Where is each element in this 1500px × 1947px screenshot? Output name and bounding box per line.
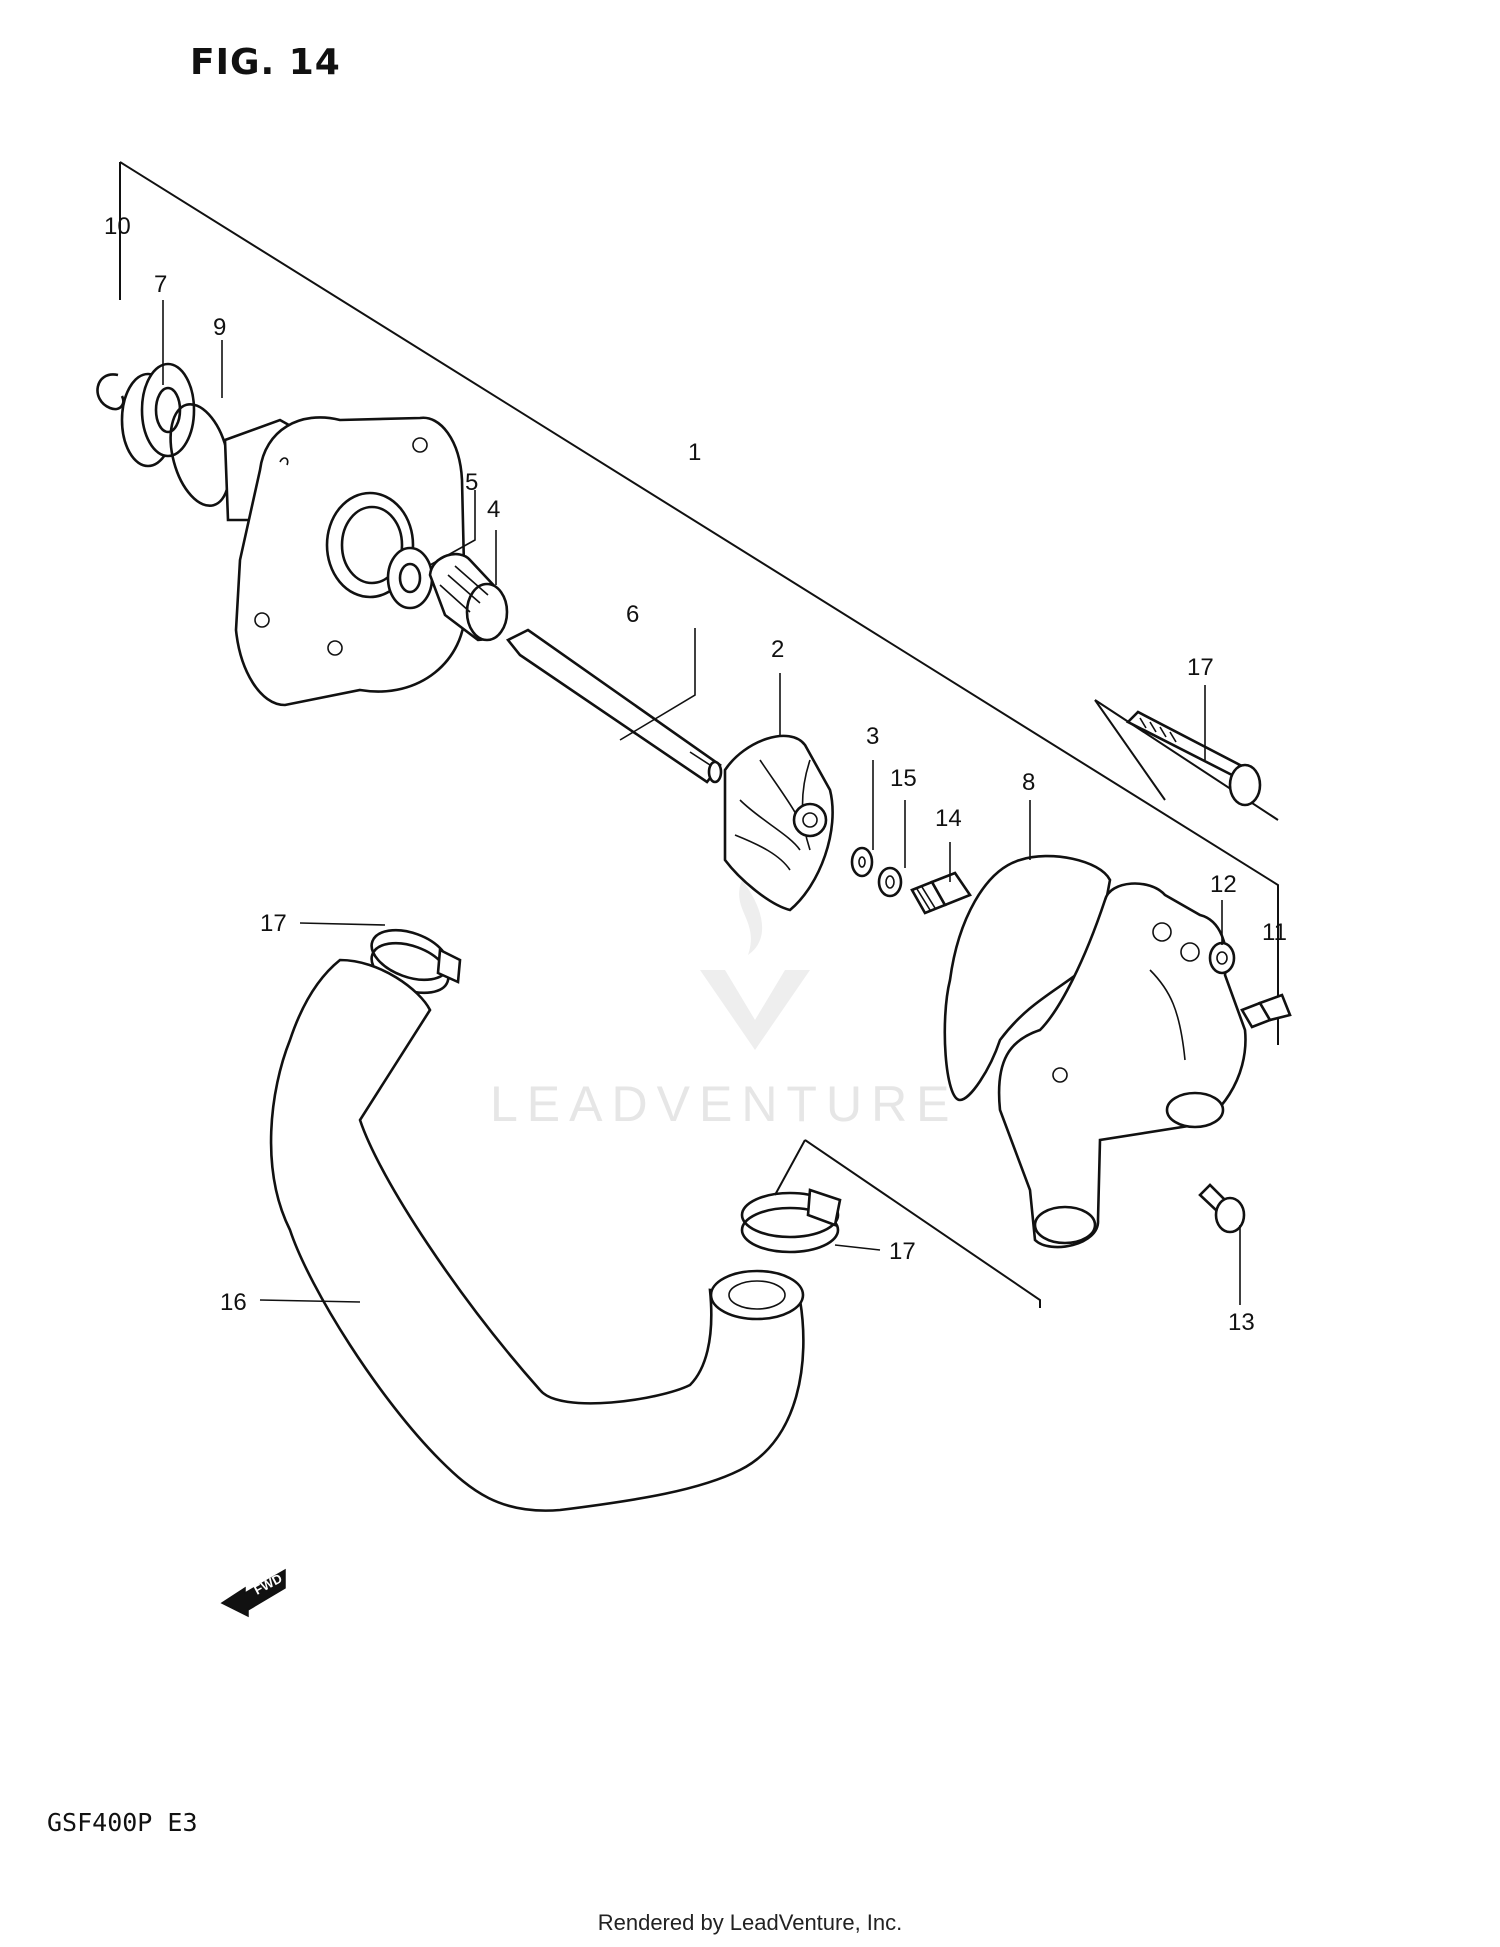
callout-13: 13 <box>1228 1309 1255 1336</box>
callout-9: 9 <box>213 314 226 341</box>
part-6-shaft <box>505 628 723 784</box>
part-13-bolt <box>1198 1183 1246 1234</box>
callout-numbers: 10 7 9 1 5 4 6 2 17 3 15 8 14 12 11 17 1… <box>104 213 1287 1336</box>
pump-cover-right <box>997 882 1247 1249</box>
callout-15: 15 <box>890 765 917 792</box>
callout-6: 6 <box>626 601 639 628</box>
part-3-washer <box>850 846 874 878</box>
callout-11: 11 <box>1262 919 1287 946</box>
part-2-impeller <box>723 734 834 912</box>
callout-12: 12 <box>1210 871 1237 898</box>
callout-18: 17 <box>1187 654 1214 681</box>
part-12-washer <box>1208 941 1236 975</box>
part-17-hose-clamp-lower <box>740 1188 842 1254</box>
callout-17-lower: 17 <box>889 1238 916 1265</box>
part-8-gasket <box>943 854 1112 1102</box>
callout-3: 3 <box>866 723 879 750</box>
watermark-text: LEADVENTURE <box>490 1076 959 1132</box>
callout-14: 14 <box>935 805 962 832</box>
figure-title: FIG. 14 <box>190 42 341 83</box>
callout-8: 8 <box>1022 769 1035 796</box>
callout-16: 16 <box>220 1289 247 1316</box>
footer-credit: Rendered by LeadVenture, Inc. <box>597 1910 903 1935</box>
callout-17-upper: 17 <box>260 910 287 937</box>
part-10-circlip <box>96 373 125 411</box>
leader-lines <box>162 300 1241 1305</box>
pump-housing-left <box>223 416 467 707</box>
callout-2: 2 <box>771 636 784 663</box>
part-18-long-bolt <box>1125 710 1262 807</box>
callout-7: 7 <box>154 271 167 298</box>
part-16-hose <box>269 958 805 1512</box>
part-4-mechanical-seal <box>428 552 509 642</box>
fwd-arrow-icon: FWD <box>220 1568 286 1618</box>
part-15-washer <box>877 866 903 898</box>
callout-1: 1 <box>688 439 701 466</box>
reference-lines <box>119 161 1279 1308</box>
callout-4: 4 <box>487 496 500 523</box>
callout-5: 5 <box>465 469 478 496</box>
watermark-logo <box>690 860 820 1064</box>
model-code: GSF400P E3 <box>47 1808 198 1837</box>
part-14-bolt <box>910 871 972 915</box>
part-11-bolt <box>1240 993 1292 1029</box>
callout-10: 10 <box>104 213 131 240</box>
part-5-seal <box>386 546 434 610</box>
part-7-bearing <box>120 362 196 468</box>
